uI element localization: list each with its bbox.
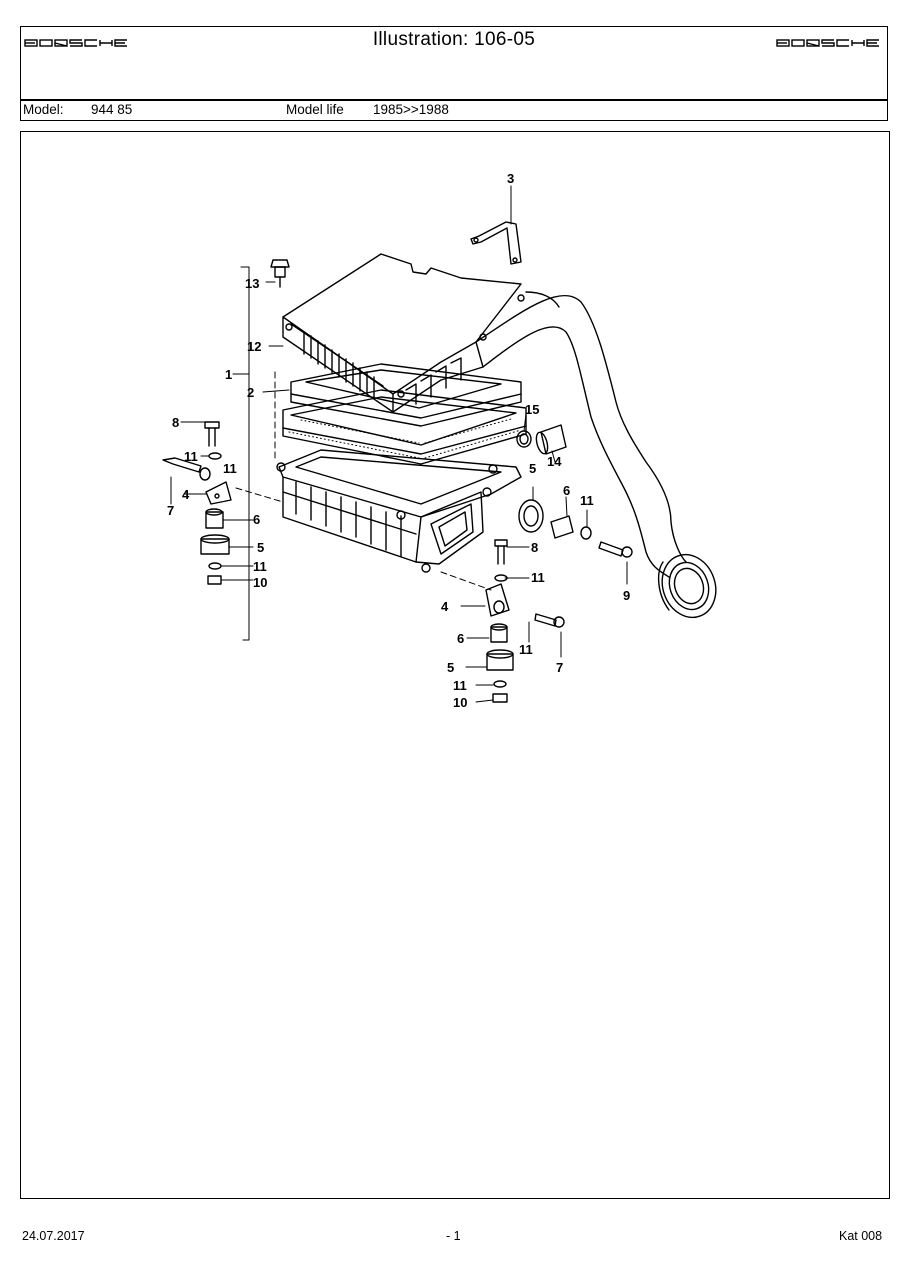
lower-housing (276, 449, 522, 573)
filter-element (290, 363, 522, 427)
callout-6-left: 6 (253, 512, 260, 527)
callout-1: 1 (225, 367, 232, 382)
callout-11-c: 11 (253, 559, 267, 574)
page-title: Illustration: 106-05 (372, 29, 536, 50)
center-mount (485, 539, 565, 703)
bracket-3 (470, 221, 522, 265)
callout-15: 15 (525, 402, 539, 417)
callout-2: 2 (247, 385, 254, 400)
hose-14 (535, 424, 567, 455)
callout-8-center: 8 (531, 540, 538, 555)
callout-8-left: 8 (172, 415, 179, 430)
callout-13: 13 (245, 276, 259, 291)
model-life-value: 1985>>1988 (373, 102, 449, 117)
porsche-logo-right (776, 39, 879, 47)
callout-11-f: 11 (519, 642, 533, 657)
callout-7-center: 7 (556, 660, 563, 675)
callout-4-left: 4 (182, 487, 190, 502)
callout-11-b: 11 (223, 461, 237, 476)
porsche-logo-left (24, 39, 127, 47)
callout-5-center: 5 (447, 660, 454, 675)
callout-10-left: 10 (253, 575, 267, 590)
callout-11-d: 11 (580, 493, 594, 508)
footer-date: 24.07.2017 (22, 1229, 85, 1243)
upper-housing (282, 253, 522, 413)
model-row: Model: 944 85 Model life 1985>>1988 (21, 101, 887, 121)
callout-4-center: 4 (441, 599, 449, 614)
logo-left-text: PORSCHE (21, 27, 22, 28)
callout-9: 9 (623, 588, 630, 603)
callout-6-right: 6 (563, 483, 570, 498)
callout-7-left: 7 (167, 503, 174, 518)
model-life-label: Model life (286, 102, 344, 117)
footer-catalog: Kat 008 (839, 1229, 883, 1243)
clamp-15 (516, 430, 532, 448)
right-mount (518, 499, 633, 558)
header-box: PORSCHE Illustration: 106-05 PORSCHE Mod… (20, 26, 888, 121)
screw-13 (270, 259, 290, 288)
callout-3: 3 (507, 171, 514, 186)
header-divider (21, 99, 887, 101)
logo-right-text: PORSCHE (21, 27, 22, 28)
model-label: Model: (23, 102, 64, 117)
callout-11-g: 11 (453, 678, 467, 693)
intake-duct (475, 291, 717, 619)
callout-10-center: 10 (453, 695, 467, 710)
leader-lines (170, 185, 628, 703)
callout-14: 14 (547, 454, 562, 469)
callout-12: 12 (247, 339, 261, 354)
callout-11-e: 11 (531, 570, 545, 585)
callout-6-center: 6 (457, 631, 464, 646)
footer-page: - 1 (446, 1229, 461, 1243)
model-value: 944 85 (91, 102, 133, 117)
illustration-frame: 1 2 3 4 4 5 5 5 6 6 6 7 7 8 8 9 10 10 11… (20, 131, 890, 1199)
callout-5-left: 5 (257, 540, 264, 555)
callout-5-right: 5 (529, 461, 536, 476)
parts-diagram: 1 2 3 4 4 5 5 5 6 6 6 7 7 8 8 9 10 10 11… (162, 171, 717, 710)
callout-11-a: 11 (184, 449, 198, 464)
